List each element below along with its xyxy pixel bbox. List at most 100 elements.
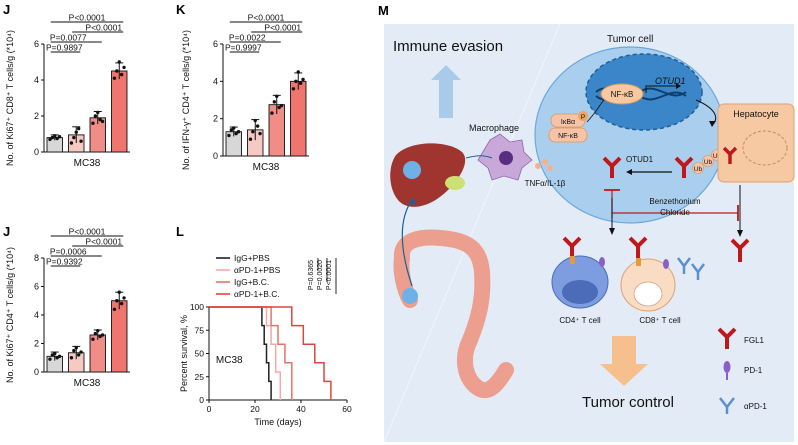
data-point <box>74 346 78 350</box>
p-value-label: P=0.0077 <box>50 33 87 43</box>
data-point <box>251 130 255 134</box>
p-value-label: P<0.0001 <box>264 23 301 33</box>
hepatocyte-nucleus <box>742 130 788 166</box>
data-point <box>98 117 102 122</box>
data-point <box>76 126 81 131</box>
survival-curve-1 <box>209 306 272 400</box>
p-value-label: P<0.0001 <box>69 227 106 237</box>
otud1-protein-label: OTUD1 <box>626 155 654 164</box>
data-point <box>100 119 105 124</box>
data-point <box>227 133 231 138</box>
x-axis-label: Time (days) <box>254 417 301 427</box>
data-point <box>294 79 298 84</box>
cd4-receptor-icon <box>570 256 575 264</box>
data-point <box>255 124 260 128</box>
phospho-badge <box>578 111 588 121</box>
p-value-label: P=0.6365 <box>308 260 315 290</box>
data-point <box>57 354 62 359</box>
phospho-label: P <box>581 114 585 121</box>
legend-apd1-label: αPD-1 <box>744 402 767 411</box>
chloride-label: Chloride <box>660 208 690 217</box>
diagram-diagonal <box>383 23 561 443</box>
data-point <box>74 130 78 134</box>
data-point <box>69 356 74 360</box>
cd8-label: CD8⁺ T cell <box>639 316 680 325</box>
data-point <box>119 72 124 77</box>
survival-curve-3 <box>209 306 293 400</box>
y-tick-label: 6 <box>213 39 218 49</box>
cd4-pd1-icon <box>599 257 605 267</box>
data-point <box>258 131 262 136</box>
data-point <box>117 290 121 294</box>
macrophage-label: Macrophage <box>469 123 519 133</box>
y-tick-label: 0 <box>34 147 39 157</box>
fgl1-ubiquitinated-icon <box>674 156 694 178</box>
liver-metastasis-icon <box>403 161 421 179</box>
data-point <box>234 131 238 136</box>
data-point <box>236 130 241 134</box>
apd1-antibody-icon <box>677 257 705 280</box>
p-value-label: P<0.0001 <box>85 237 122 247</box>
p-value-label: P=0.0022 <box>229 33 266 43</box>
legend-fgl1-icon <box>717 327 737 349</box>
otud1-gene-label: OTUD1 <box>655 76 686 86</box>
data-point <box>115 299 119 303</box>
cd4-label: CD4⁺ T cell <box>559 316 600 325</box>
data-point <box>76 353 81 357</box>
ub-label-2: Ub <box>704 159 713 166</box>
data-point <box>119 301 124 306</box>
hepatocyte-label: Hepatocyte <box>733 109 779 119</box>
macrophage-nucleus <box>499 151 513 165</box>
survival-curve-2 <box>209 306 282 400</box>
y-tick-label: 2 <box>213 114 218 124</box>
cytokines-label: TNFα/IL-1β <box>525 179 566 188</box>
data-point <box>112 307 117 311</box>
y-tick-label: 2 <box>34 111 39 121</box>
transcription-arrow-icon <box>645 85 676 93</box>
p-value-label: P=0.0006 <box>50 247 87 257</box>
liver-macrophage-arrow <box>465 155 493 159</box>
p-value-label: P=0.9392 <box>46 257 83 267</box>
data-point <box>275 94 279 98</box>
immune-evasion-label: Immune evasion <box>393 38 503 55</box>
legend-apd1-icon <box>719 397 735 414</box>
data-point <box>48 357 52 361</box>
data-point <box>117 60 121 64</box>
data-point <box>96 110 100 115</box>
soluble-fgl1-icon <box>730 238 750 262</box>
survival-curve-4 <box>209 306 332 400</box>
benzethonium-label: Benzethonium <box>649 197 700 206</box>
data-point <box>298 81 303 85</box>
fgl1-receptor-icon <box>602 156 622 178</box>
y-tick-label: 4 <box>34 310 39 320</box>
panel-label-j-lower: J <box>3 224 10 239</box>
data-point <box>53 134 57 138</box>
data-point <box>122 296 126 300</box>
data-point <box>253 118 257 123</box>
cd4-nucleus <box>562 280 598 304</box>
y-tick-label: 75 <box>195 325 205 335</box>
y-axis-label: No. of Ki67⁺ CD8⁺ T cells/g (*10⁴) <box>5 30 15 166</box>
mechanism-diagram: Immune evasion Tumor cell NF-κB OTUD1 Iκ… <box>383 23 795 443</box>
colon-organ <box>394 229 514 398</box>
nfkb-cyto-label: NF-κB <box>558 133 578 140</box>
p-value-label: P=0.0020 <box>317 260 324 290</box>
data-point <box>91 337 95 341</box>
bar-4 <box>290 80 307 157</box>
legend-label-4: αPD-1+B.C. <box>234 289 280 299</box>
y-tick-label: 50 <box>195 349 205 359</box>
y-tick-label: 2 <box>34 339 39 349</box>
cd8-pd1-icon <box>663 259 669 269</box>
data-point <box>277 105 281 110</box>
data-point <box>115 69 119 73</box>
legend-pd1-label: PD-1 <box>744 366 763 375</box>
y-tick-label: 6 <box>34 282 39 292</box>
y-tick-label: 4 <box>213 76 218 86</box>
data-point <box>122 65 126 70</box>
nfkb-nucleus-node <box>600 83 644 105</box>
y-tick-label: 100 <box>190 302 204 312</box>
x-axis-label: MC38 <box>253 162 280 173</box>
